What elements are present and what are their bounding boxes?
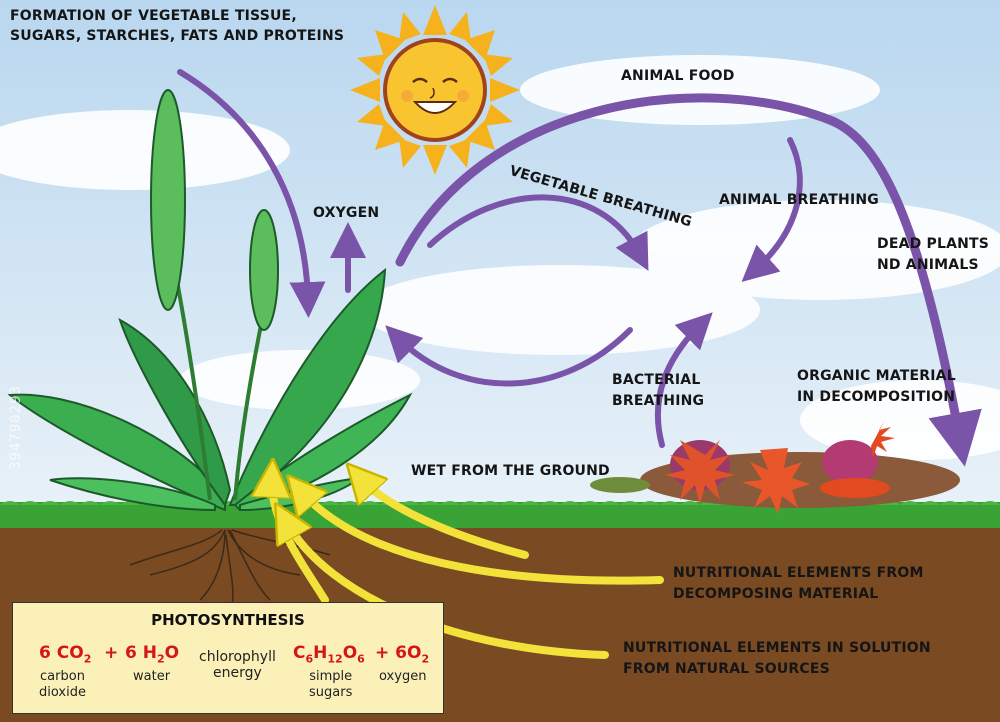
eq-oxygen: + 6O2 bbox=[375, 643, 430, 666]
leaf bbox=[7, 393, 226, 512]
label-animal-food: ANIMAL FOOD bbox=[621, 68, 735, 84]
label-formation: FORMATION OF VEGETABLE TISSUE, SUGARS, S… bbox=[10, 8, 345, 44]
arrow-bacterial bbox=[654, 312, 713, 448]
label-carbon-dioxide: carbon dioxide bbox=[39, 669, 86, 700]
arrow-animal-food bbox=[395, 93, 982, 467]
eq-sugar: C6H12O6 bbox=[293, 643, 365, 666]
eq-chlorophyll: chlorophyll energy bbox=[199, 649, 276, 681]
arrow-animal-breathing bbox=[741, 137, 803, 282]
label-nutri-decomposing: NUTRITIONAL ELEMENTS FROM DECOMPOSING MA… bbox=[673, 565, 924, 602]
label-nutri-solution: NUTRITIONAL ELEMENTS IN SOLUTION FROM NA… bbox=[623, 640, 931, 677]
label-dead-plants: DEAD PLANTS ND ANIMALS bbox=[877, 236, 990, 273]
eq-plus: + bbox=[104, 643, 119, 663]
label-animal-breathing: ANIMAL BREATHING bbox=[719, 192, 879, 208]
arrow-formation bbox=[177, 69, 326, 318]
eq-h2o: 6 H2O bbox=[125, 643, 180, 666]
nutrient-arrows bbox=[272, 478, 664, 659]
label-wet-ground: WET FROM THE GROUND bbox=[411, 463, 610, 479]
watermark-id: 394790293 bbox=[8, 385, 24, 470]
label-water: water bbox=[133, 669, 171, 684]
cycle-arrows bbox=[177, 69, 982, 467]
photosynthesis-title: PHOTOSYNTHESIS bbox=[151, 611, 305, 629]
decomposing-material bbox=[590, 420, 960, 514]
flower-spikes bbox=[150, 89, 279, 501]
arrow-vegetable-breathing bbox=[427, 194, 649, 271]
leaf bbox=[118, 317, 232, 508]
sun bbox=[350, 5, 520, 175]
leaf bbox=[228, 267, 387, 506]
label-oxygen: OXYGEN bbox=[313, 205, 380, 221]
photosynthesis-box: PHOTOSYNTHESIS 6 CO2 + 6 H2O chlorophyll… bbox=[12, 602, 444, 714]
leaf bbox=[49, 477, 216, 512]
label-bacterial-breathing: BACTERIAL BREATHING bbox=[612, 372, 705, 409]
plant bbox=[7, 267, 413, 512]
label-organic-material: ORGANIC MATERIAL IN DECOMPOSITION bbox=[797, 368, 956, 405]
label-oxygen-product: oxygen bbox=[379, 669, 427, 684]
arrow-return-plant bbox=[385, 325, 633, 387]
label-simple-sugars: simple sugars bbox=[309, 669, 353, 700]
eq-co2: 6 CO2 bbox=[39, 643, 92, 666]
plant-roots bbox=[129, 529, 331, 606]
